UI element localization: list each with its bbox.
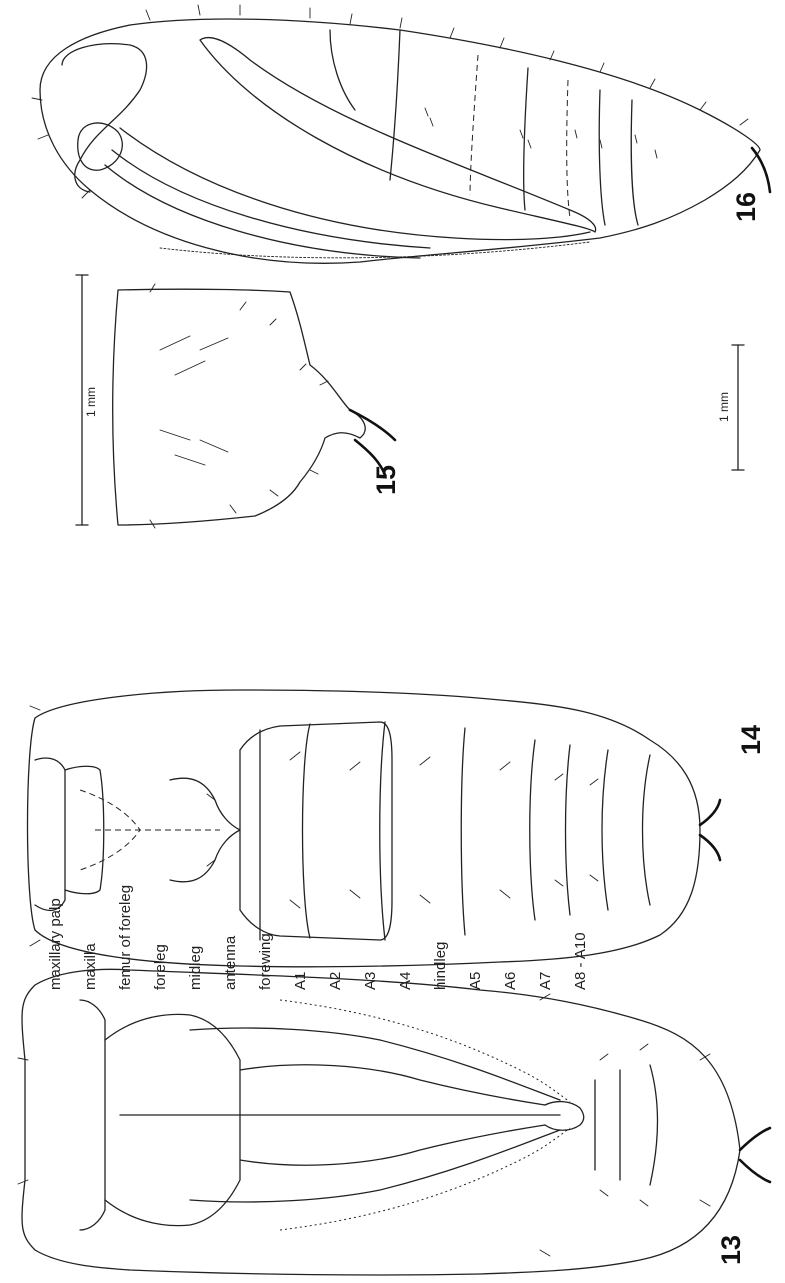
fig15-number: 15: [371, 465, 401, 495]
fig13-ventral-pupa-drawing: [18, 969, 770, 1275]
fig16-scale-label: 1 mm: [717, 392, 731, 422]
label-foreleg: foreleg: [152, 944, 169, 990]
fig16-lateral-pupa-drawing: [32, 5, 770, 263]
fig16-number: 16: [731, 192, 761, 222]
label-antenna: antenna: [222, 935, 239, 990]
label-a2: A2: [327, 972, 344, 990]
fig13-number: 13: [716, 1235, 746, 1265]
label-a7: A7: [537, 972, 554, 990]
label-forewing: forewing: [257, 933, 274, 990]
fig15-scale-label: 1 mm: [84, 387, 98, 417]
fig15-terminal-segments-drawing: [113, 284, 395, 528]
label-a6: A6: [502, 972, 519, 990]
label-a5: A5: [467, 972, 484, 990]
label-a8-a10: A8 - A10: [572, 932, 589, 990]
label-a4: A4: [397, 972, 414, 990]
label-maxillary-palp: maxillary palp: [47, 898, 64, 990]
label-hindleg: hindleg: [432, 942, 449, 990]
label-maxilla: maxilla: [82, 943, 99, 990]
label-a1: A1: [292, 972, 309, 990]
label-a3: A3: [362, 972, 379, 990]
label-femur-of-foreleg: femur of foreleg: [117, 885, 134, 990]
fig14-number: 14: [736, 725, 766, 755]
label-midleg: midleg: [187, 946, 204, 990]
